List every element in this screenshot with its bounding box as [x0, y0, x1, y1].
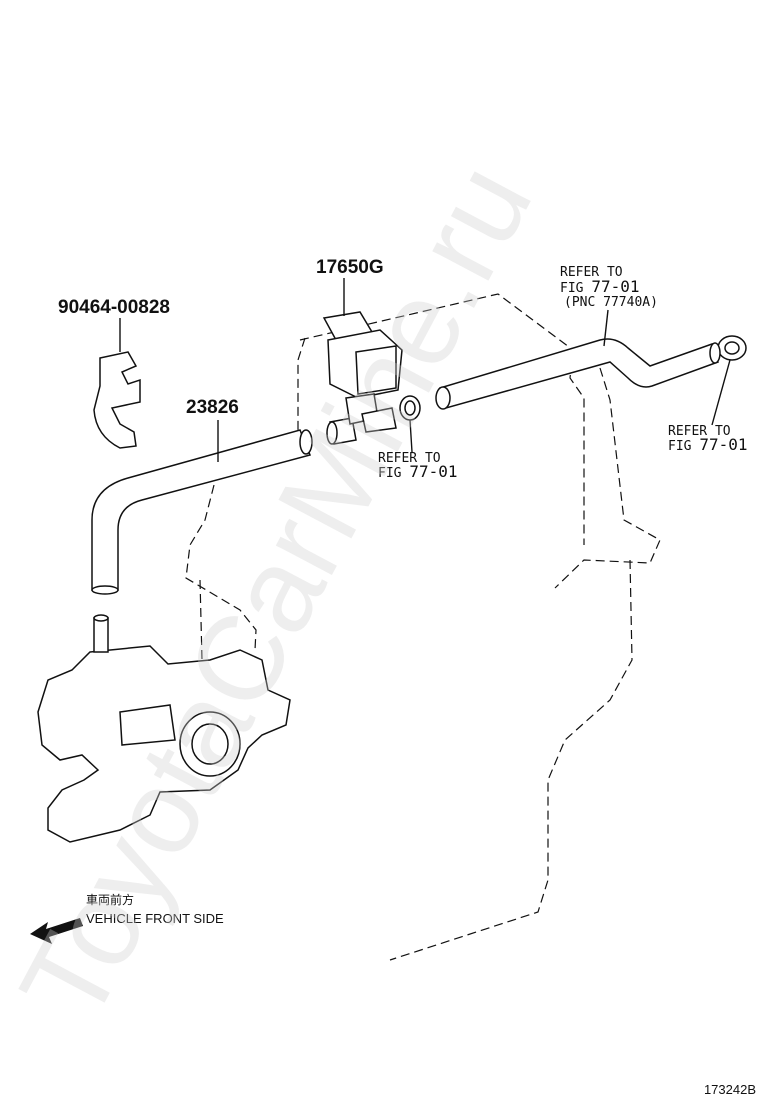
refer-right-line2: FIG 77-01: [668, 435, 747, 454]
hose-23826: [91, 429, 313, 595]
vehicle-front-japanese: 車両前方: [86, 892, 134, 907]
hose-long-right: [435, 338, 721, 410]
refer-callout-right: REFER TO FIG 77-01: [668, 424, 747, 454]
part-number-23826: 23826: [186, 397, 239, 418]
refer-top-line3: (PNC 77740A): [564, 295, 658, 310]
leader-lines: [119, 278, 731, 462]
hose-clamp-right: [717, 335, 747, 361]
refer-right-line1: REFER TO: [668, 424, 731, 439]
vehicle-front-indicator: 車両前方 VEHICLE FRONT SIDE: [30, 892, 224, 944]
refer-callout-top: REFER TO FIG 77-01 (PNC 77740A): [560, 265, 658, 310]
arrow-left-icon: [30, 918, 83, 944]
part-number-17650g: 17650G: [316, 257, 384, 278]
refer-middle-line2: FIG 77-01: [378, 462, 457, 481]
refer-middle-line1: REFER TO: [378, 451, 441, 466]
refer-callout-middle: REFER TO FIG 77-01: [378, 451, 457, 481]
figure-id: 173242B: [704, 1082, 756, 1097]
hose-clamp-middle: [399, 395, 421, 421]
throttle-body: [37, 614, 291, 843]
refer-top-line2: FIG 77-01: [560, 277, 639, 296]
vsv-valve-17650g: [322, 311, 403, 433]
clip-90464-00828: [93, 351, 141, 449]
part-number-90464-00828: 90464-00828: [58, 297, 170, 318]
watermark-text: ToyotaCarMine.ru: [0, 143, 558, 1042]
vehicle-front-english: VEHICLE FRONT SIDE: [86, 911, 224, 926]
refer-top-line1: REFER TO: [560, 265, 623, 280]
